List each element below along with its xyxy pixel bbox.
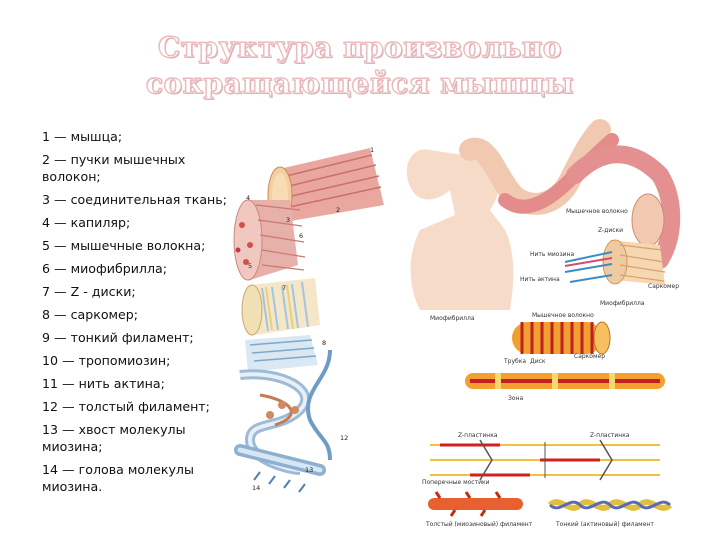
label-sarcomere-2: Саркомер xyxy=(574,353,605,360)
label-n2: 2 xyxy=(336,206,340,214)
label-z-plate-2: Z-пластинка xyxy=(590,432,630,439)
legend-item: 12 — толстый филамент; xyxy=(42,399,210,414)
label-n5: 5 xyxy=(248,262,252,270)
legend-list: 1 — мышца; 2 — пучки мышечных волокон; 3… xyxy=(42,128,242,501)
label-thick-filament: Толстый (миозиновый) филамент xyxy=(425,521,533,528)
myofibril-diagram: Миофибрилла Мышечное волокно Трубка Диск… xyxy=(430,312,665,402)
label-thin-filament: Тонкий (актиновый) филамент xyxy=(555,521,654,528)
label-z-disc: Z-диски xyxy=(598,227,623,234)
label-disc: Диск xyxy=(530,358,546,365)
legend-item: 9 — тонкий филамент; xyxy=(42,330,194,345)
label-n4: 4 xyxy=(246,194,250,202)
title-line-1: Структура произвольно xyxy=(157,30,563,64)
legend-item: 1 — мышца; xyxy=(42,129,123,144)
legend-item: 8 — саркомер; xyxy=(42,307,139,322)
label-zone: Зона xyxy=(508,395,523,402)
label-actin-thread: Нить актина xyxy=(520,276,560,283)
legend-item: 6 — миофибрилла; xyxy=(42,261,167,276)
label-n14: 14 xyxy=(252,484,260,492)
legend-item: 5 — мышечные волокна; xyxy=(42,238,206,253)
legend-item: 7 — Z - диски; xyxy=(42,284,136,299)
legend-item: 2 — пучки мышечных волокон; xyxy=(42,152,186,184)
label-z-plate-1: Z-пластинка xyxy=(458,432,498,439)
label-myofibril: Миофибрилла xyxy=(600,300,645,307)
label-cross-bridges: Поперечные мостики xyxy=(422,479,490,486)
label-n1: 1 xyxy=(370,146,374,154)
legend-item: 3 — соединительная ткань; xyxy=(42,192,227,207)
label-n3: 3 xyxy=(286,216,290,224)
label-muscle-fiber-2: Мышечное волокно xyxy=(532,312,594,319)
label-muscle-fiber: Мышечное волокно xyxy=(566,208,628,215)
label-myosin-thread: Нить миозина xyxy=(530,251,574,258)
label-myofibril-2: Миофибрилла xyxy=(430,315,475,322)
human-arm-diagram: Мышечное волокно Z-диски Нить миозина Ни… xyxy=(406,119,681,310)
label-n13: 13 xyxy=(305,466,313,474)
muscle-spiral-diagram: 1 2 3 4 5 6 7 8 12 13 14 xyxy=(233,146,384,493)
label-n6: 6 xyxy=(299,232,303,240)
legend-item: 4 — капиляр; xyxy=(42,215,131,230)
legend-item: 14 — голова молекулы миозина. xyxy=(42,462,194,494)
title-line-2: сокращающейся мышцы xyxy=(145,66,574,100)
label-n12: 12 xyxy=(340,434,348,442)
legend-item: 13 — хвост молекулы миозина; xyxy=(42,422,186,454)
legend-item: 11 — нить актина; xyxy=(42,376,165,391)
label-tube: Трубка xyxy=(503,358,526,365)
label-sarcomere: Саркомер xyxy=(648,283,679,290)
page-title: Структура произвольно сокращающейся мышц… xyxy=(0,30,720,102)
label-n7: 7 xyxy=(282,284,286,292)
legend-item: 10 — тропомиозин; xyxy=(42,353,171,368)
sarcomere-diagram: Z-пластинка Z-пластинка Поперечные мости… xyxy=(422,432,673,528)
label-n8: 8 xyxy=(322,339,326,347)
